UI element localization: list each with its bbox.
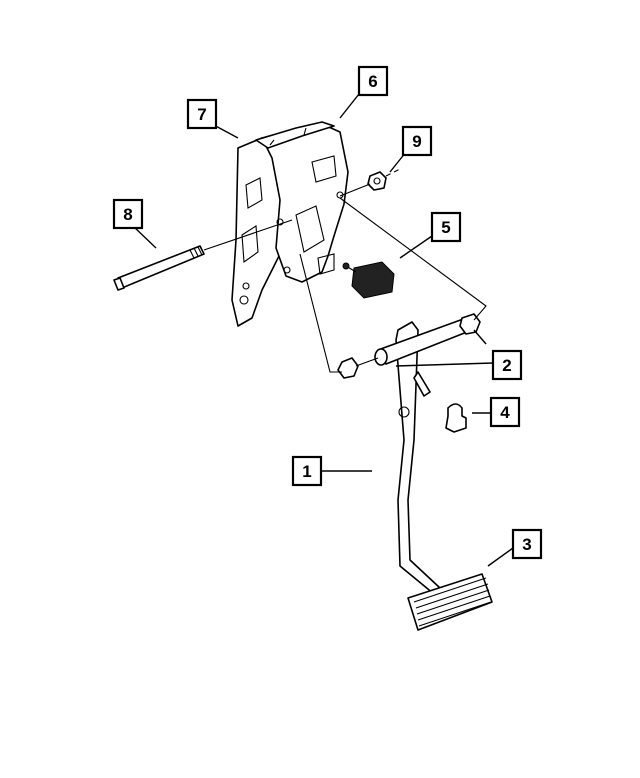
callout-9-label: 9 [412,132,421,151]
pedal-bracket [231,121,349,327]
pivot-bolt [113,245,205,291]
callout-1: 1 [291,455,323,487]
assembly-lines [203,167,487,373]
callout-1-label: 1 [302,462,311,481]
stop-lamp-switch [342,261,395,299]
callout-5-label: 5 [441,218,450,237]
callout-9: 9 [401,125,433,157]
callout-8: 8 [112,198,144,230]
callout-7-label: 7 [197,105,206,124]
callout-7: 7 [186,98,218,130]
callout-6-label: 6 [368,72,377,91]
callout-4-label: 4 [500,403,510,422]
callout-2-label: 2 [502,356,511,375]
callout-5: 5 [430,211,462,243]
pedal-pad [407,573,493,631]
brake-pedal-arm [374,316,475,595]
callout-3-label: 3 [522,535,531,554]
nut [367,171,387,191]
bushings [337,313,481,379]
callout-4: 4 [489,396,521,428]
callout-8-label: 8 [123,205,132,224]
callout-2: 2 [491,349,523,381]
callout-3: 3 [511,528,543,560]
callout-6: 6 [357,65,389,97]
